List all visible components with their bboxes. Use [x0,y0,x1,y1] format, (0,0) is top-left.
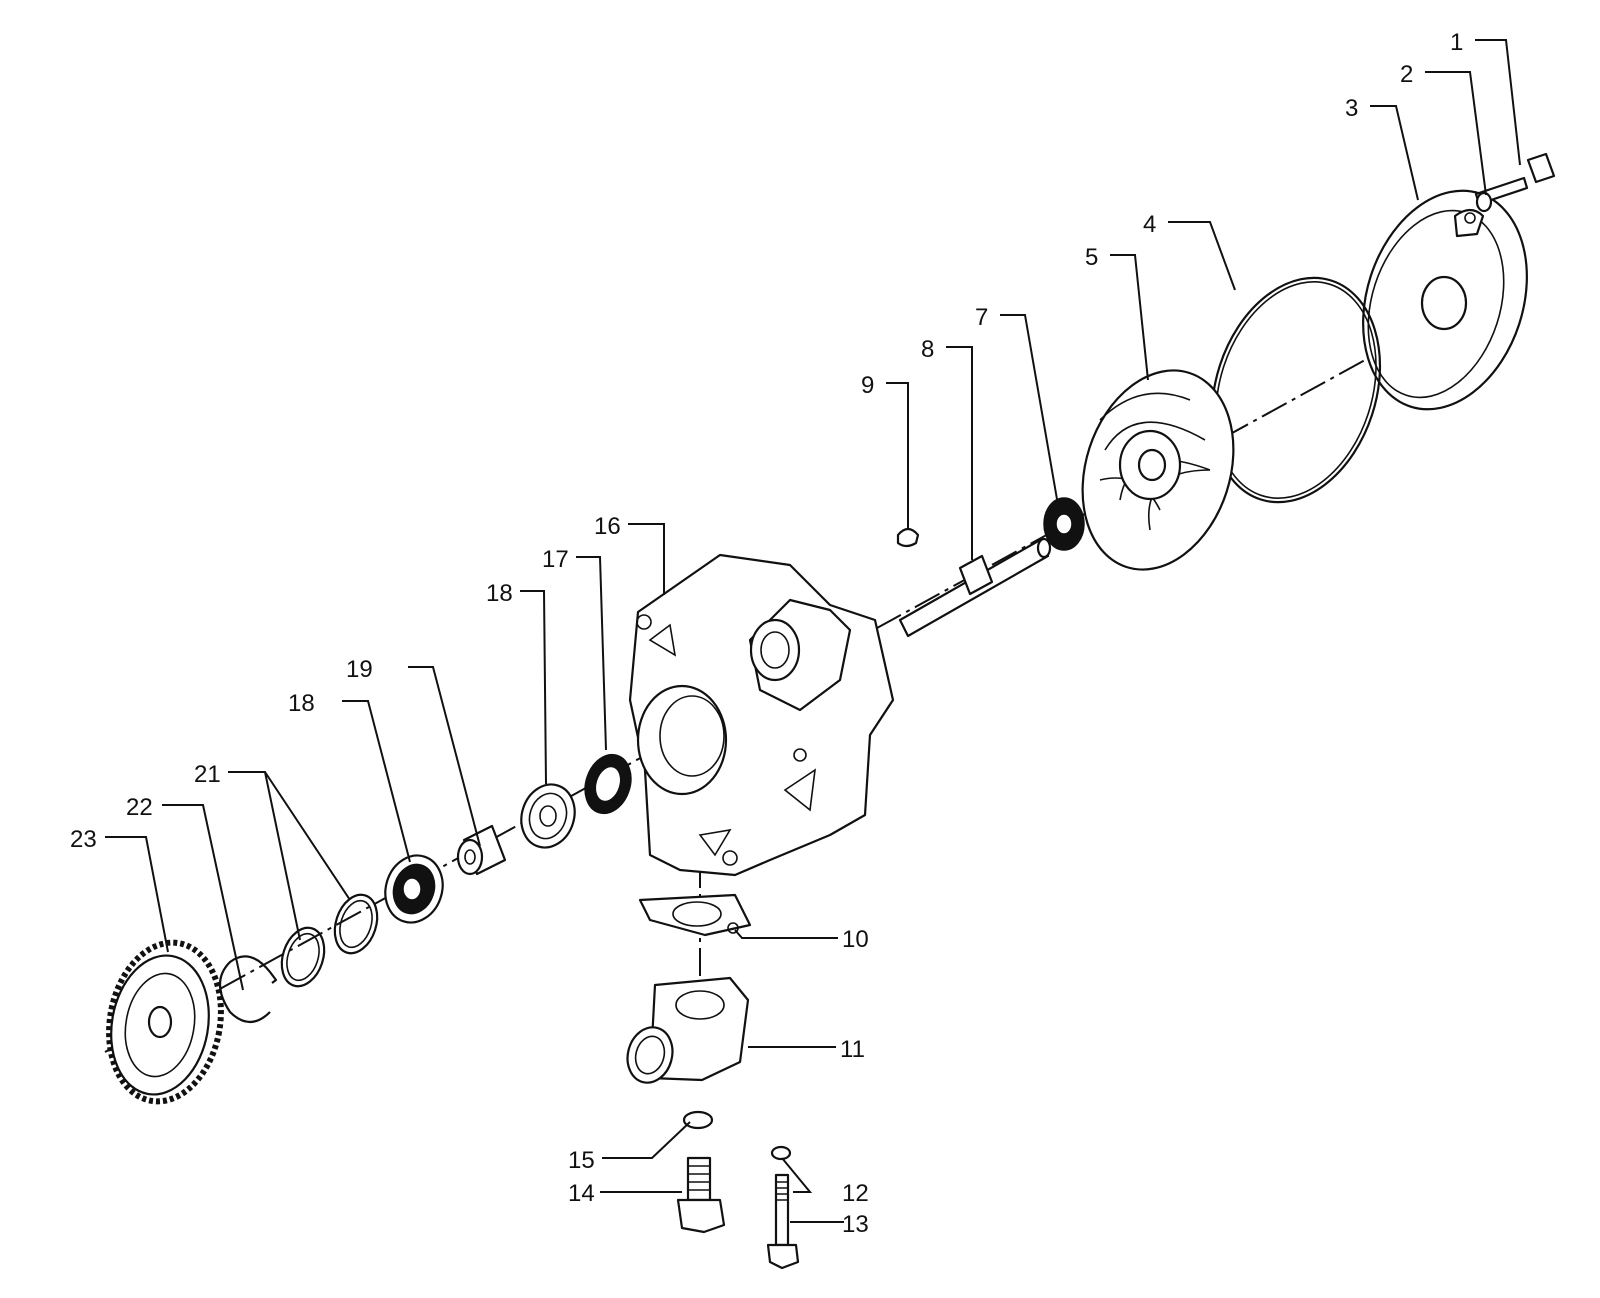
label-17: 17 [542,546,569,573]
label-22: 22 [126,794,153,821]
oil-seal [584,753,632,815]
label-14: 14 [568,1180,595,1207]
snap-ring [218,955,278,1024]
label-12: 12 [842,1180,869,1207]
pump-shaft [898,537,1052,638]
ball-bearing-outer [520,783,576,849]
label-18-right: 18 [486,580,513,607]
shaft-key [896,527,920,548]
label-21: 21 [194,761,221,788]
label-7: 7 [975,304,988,331]
ball-bearing-inner [384,854,444,924]
label-19: 19 [346,656,373,683]
shim-rings [280,893,379,988]
label-11: 11 [840,1036,865,1063]
mechanical-seal [1043,497,1085,551]
part-labels: 1 2 3 4 5 7 8 9 10 11 12 13 14 15 16 17 … [70,29,1463,1238]
label-10: 10 [842,926,869,953]
drive-gear [106,939,224,1105]
pump-housing [628,553,895,877]
elbow-bolt [766,1173,800,1270]
label-23: 23 [70,826,97,853]
label-13: 13 [842,1211,869,1238]
leader-lines [105,39,1521,1223]
label-15: 15 [568,1147,595,1174]
label-16: 16 [594,513,621,540]
outlet-elbow [626,976,750,1084]
label-8: 8 [921,336,934,363]
cover-washer [1475,191,1493,213]
o-ring [1210,276,1382,504]
label-4: 4 [1143,211,1156,238]
label-18-left: 18 [288,690,315,717]
outlet-gasket [638,893,752,937]
drain-plug [676,1156,726,1234]
cover-plate [1362,189,1528,411]
bearing-spacer [456,824,507,876]
impeller [1081,369,1235,571]
plug-washer [682,1110,714,1130]
label-1: 1 [1450,29,1463,56]
label-2: 2 [1400,61,1413,88]
bolt-washer [770,1145,792,1161]
label-3: 3 [1345,95,1358,122]
label-5: 5 [1085,244,1098,271]
label-9: 9 [861,372,874,399]
